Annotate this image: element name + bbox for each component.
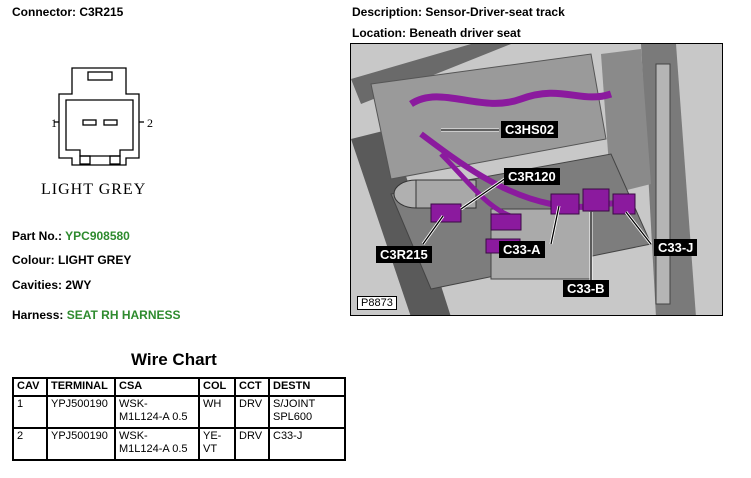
connector-label: Connector: C3R215 (12, 5, 124, 19)
cell-csa: WSK-M1L124-A 0.5 (114, 427, 200, 461)
callout-c3r120: C3R120 (504, 168, 560, 185)
cell-terminal: YPJ500190 (46, 395, 116, 429)
callout-c33-b: C33-B (563, 280, 609, 297)
header-destn: DESTN (268, 377, 346, 397)
callout-c33-a: C33-A (499, 241, 545, 258)
col-line-1: WH (203, 398, 222, 410)
wire-chart-title: Wire Chart (131, 350, 217, 369)
callout-c33-j: C33-J (654, 239, 698, 256)
destn-line-2: SPL600 (273, 411, 313, 423)
harness-row: Harness: SEAT RH HARNESS (12, 308, 181, 322)
cell-cct: DRV (234, 427, 270, 461)
part-number-row: Part No.: YPC908580 (12, 229, 130, 243)
table-row: 1 YPJ500190 WSK-M1L124-A 0.5 WH DRV S/JO… (12, 395, 346, 429)
header-col: COL (198, 377, 236, 397)
location-photo: C3HS02 C3R120 C3R215 C33-A C33-B C33-J P… (350, 43, 723, 316)
harness-value: SEAT RH HARNESS (66, 308, 181, 322)
cell-destn: C33-J (268, 427, 346, 461)
wire-chart-header-row: CAV TERMINAL CSA COL CCT DESTN (12, 377, 346, 397)
cell-csa: WSK-M1L124-A 0.5 (114, 395, 200, 429)
description-label: Description: Sensor-Driver-seat track (352, 5, 565, 19)
csa-line-1: WSK- (119, 430, 148, 442)
part-number-label: Part No.: (12, 229, 63, 243)
cell-cav: 2 (12, 427, 48, 461)
pin-number-2: 2 (147, 116, 153, 130)
colour-label: Colour: LIGHT GREY (12, 253, 132, 267)
harness-label: Harness: (12, 308, 64, 322)
table-row: 2 YPJ500190 WSK-M1L124-A 0.5 YE-VT DRV C… (12, 427, 346, 461)
pin-number-1: 1 (51, 116, 57, 130)
connector-color-caption: LIGHT GREY (41, 181, 147, 198)
cell-terminal: YPJ500190 (46, 427, 116, 461)
header-cav: CAV (12, 377, 48, 397)
callout-c3r215: C3R215 (376, 246, 432, 263)
header-terminal: TERMINAL (46, 377, 116, 397)
header-csa: CSA (114, 377, 200, 397)
cell-cct: DRV (234, 395, 270, 429)
header-cct: CCT (234, 377, 270, 397)
col-line-2: VT (203, 443, 218, 455)
photo-reference: P8873 (357, 296, 397, 310)
callout-c3hs02: C3HS02 (501, 121, 559, 138)
csa-line-2: M1L124-A 0.5 (119, 443, 188, 455)
location-label: Location: Beneath driver seat (352, 26, 521, 40)
csa-line-2: M1L124-A 0.5 (119, 411, 188, 423)
wire-chart-table: CAV TERMINAL CSA COL CCT DESTN 1 YPJ5001… (12, 377, 346, 461)
cell-col: WH (198, 395, 236, 429)
cell-col: YE-VT (198, 427, 236, 461)
destn-line-1: C33-J (273, 430, 303, 442)
cavities-label: Cavities: 2WY (12, 278, 92, 292)
seat-track-illustration (351, 44, 722, 315)
part-number-value: YPC908580 (65, 229, 130, 243)
csa-line-1: WSK- (119, 398, 148, 410)
cell-cav: 1 (12, 395, 48, 429)
col-line-1: YE- (203, 430, 222, 442)
connector-face-diagram (54, 67, 144, 166)
destn-line-1: S/JOINT (273, 398, 316, 410)
